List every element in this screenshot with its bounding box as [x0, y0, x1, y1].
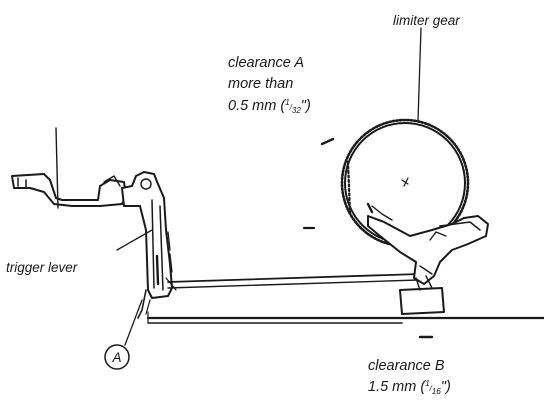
clearance-marks: [302, 137, 434, 339]
clearance-b-value: 1.5 mm (: [368, 379, 427, 395]
clearance-a-line1: clearance A: [228, 55, 304, 71]
clearance-a-value: 0.5 mm (: [228, 98, 287, 114]
clearance-b-frac-num: 1: [425, 379, 429, 388]
clearance-a-line2: more than: [228, 76, 293, 92]
clearance-a-frac-num: 1: [285, 98, 289, 107]
trigger-lever-plate: [121, 171, 173, 319]
clearance-a-suffix: "): [301, 98, 311, 114]
stop-block: [399, 275, 445, 315]
leader-lines: [116, 27, 422, 346]
clearance-b-frac-den: 16: [432, 387, 441, 396]
marker-a-label: A: [111, 350, 121, 365]
left-hook-part: [11, 127, 127, 209]
marker-a: A: [104, 344, 130, 370]
clearance-b-label: clearance B 1.5 mm (1/16"): [368, 358, 451, 396]
trigger-lever-label: trigger lever: [6, 260, 78, 275]
limiter-gear-label: limiter gear: [393, 13, 460, 28]
clearance-b-line2: 1.5 mm (1/16"): [368, 379, 451, 396]
connecting-rod: [165, 273, 421, 291]
base-plate: [146, 311, 544, 324]
clearance-b-line1: clearance B: [368, 358, 445, 374]
stopper-pawl: [366, 202, 489, 285]
clearance-a-frac-den: 32: [292, 106, 301, 115]
clearance-b-suffix: "): [441, 379, 451, 395]
clearance-a-label: clearance A more than 0.5 mm (1/32"): [228, 55, 311, 115]
clearance-a-line3: 0.5 mm (1/32"): [228, 98, 311, 115]
